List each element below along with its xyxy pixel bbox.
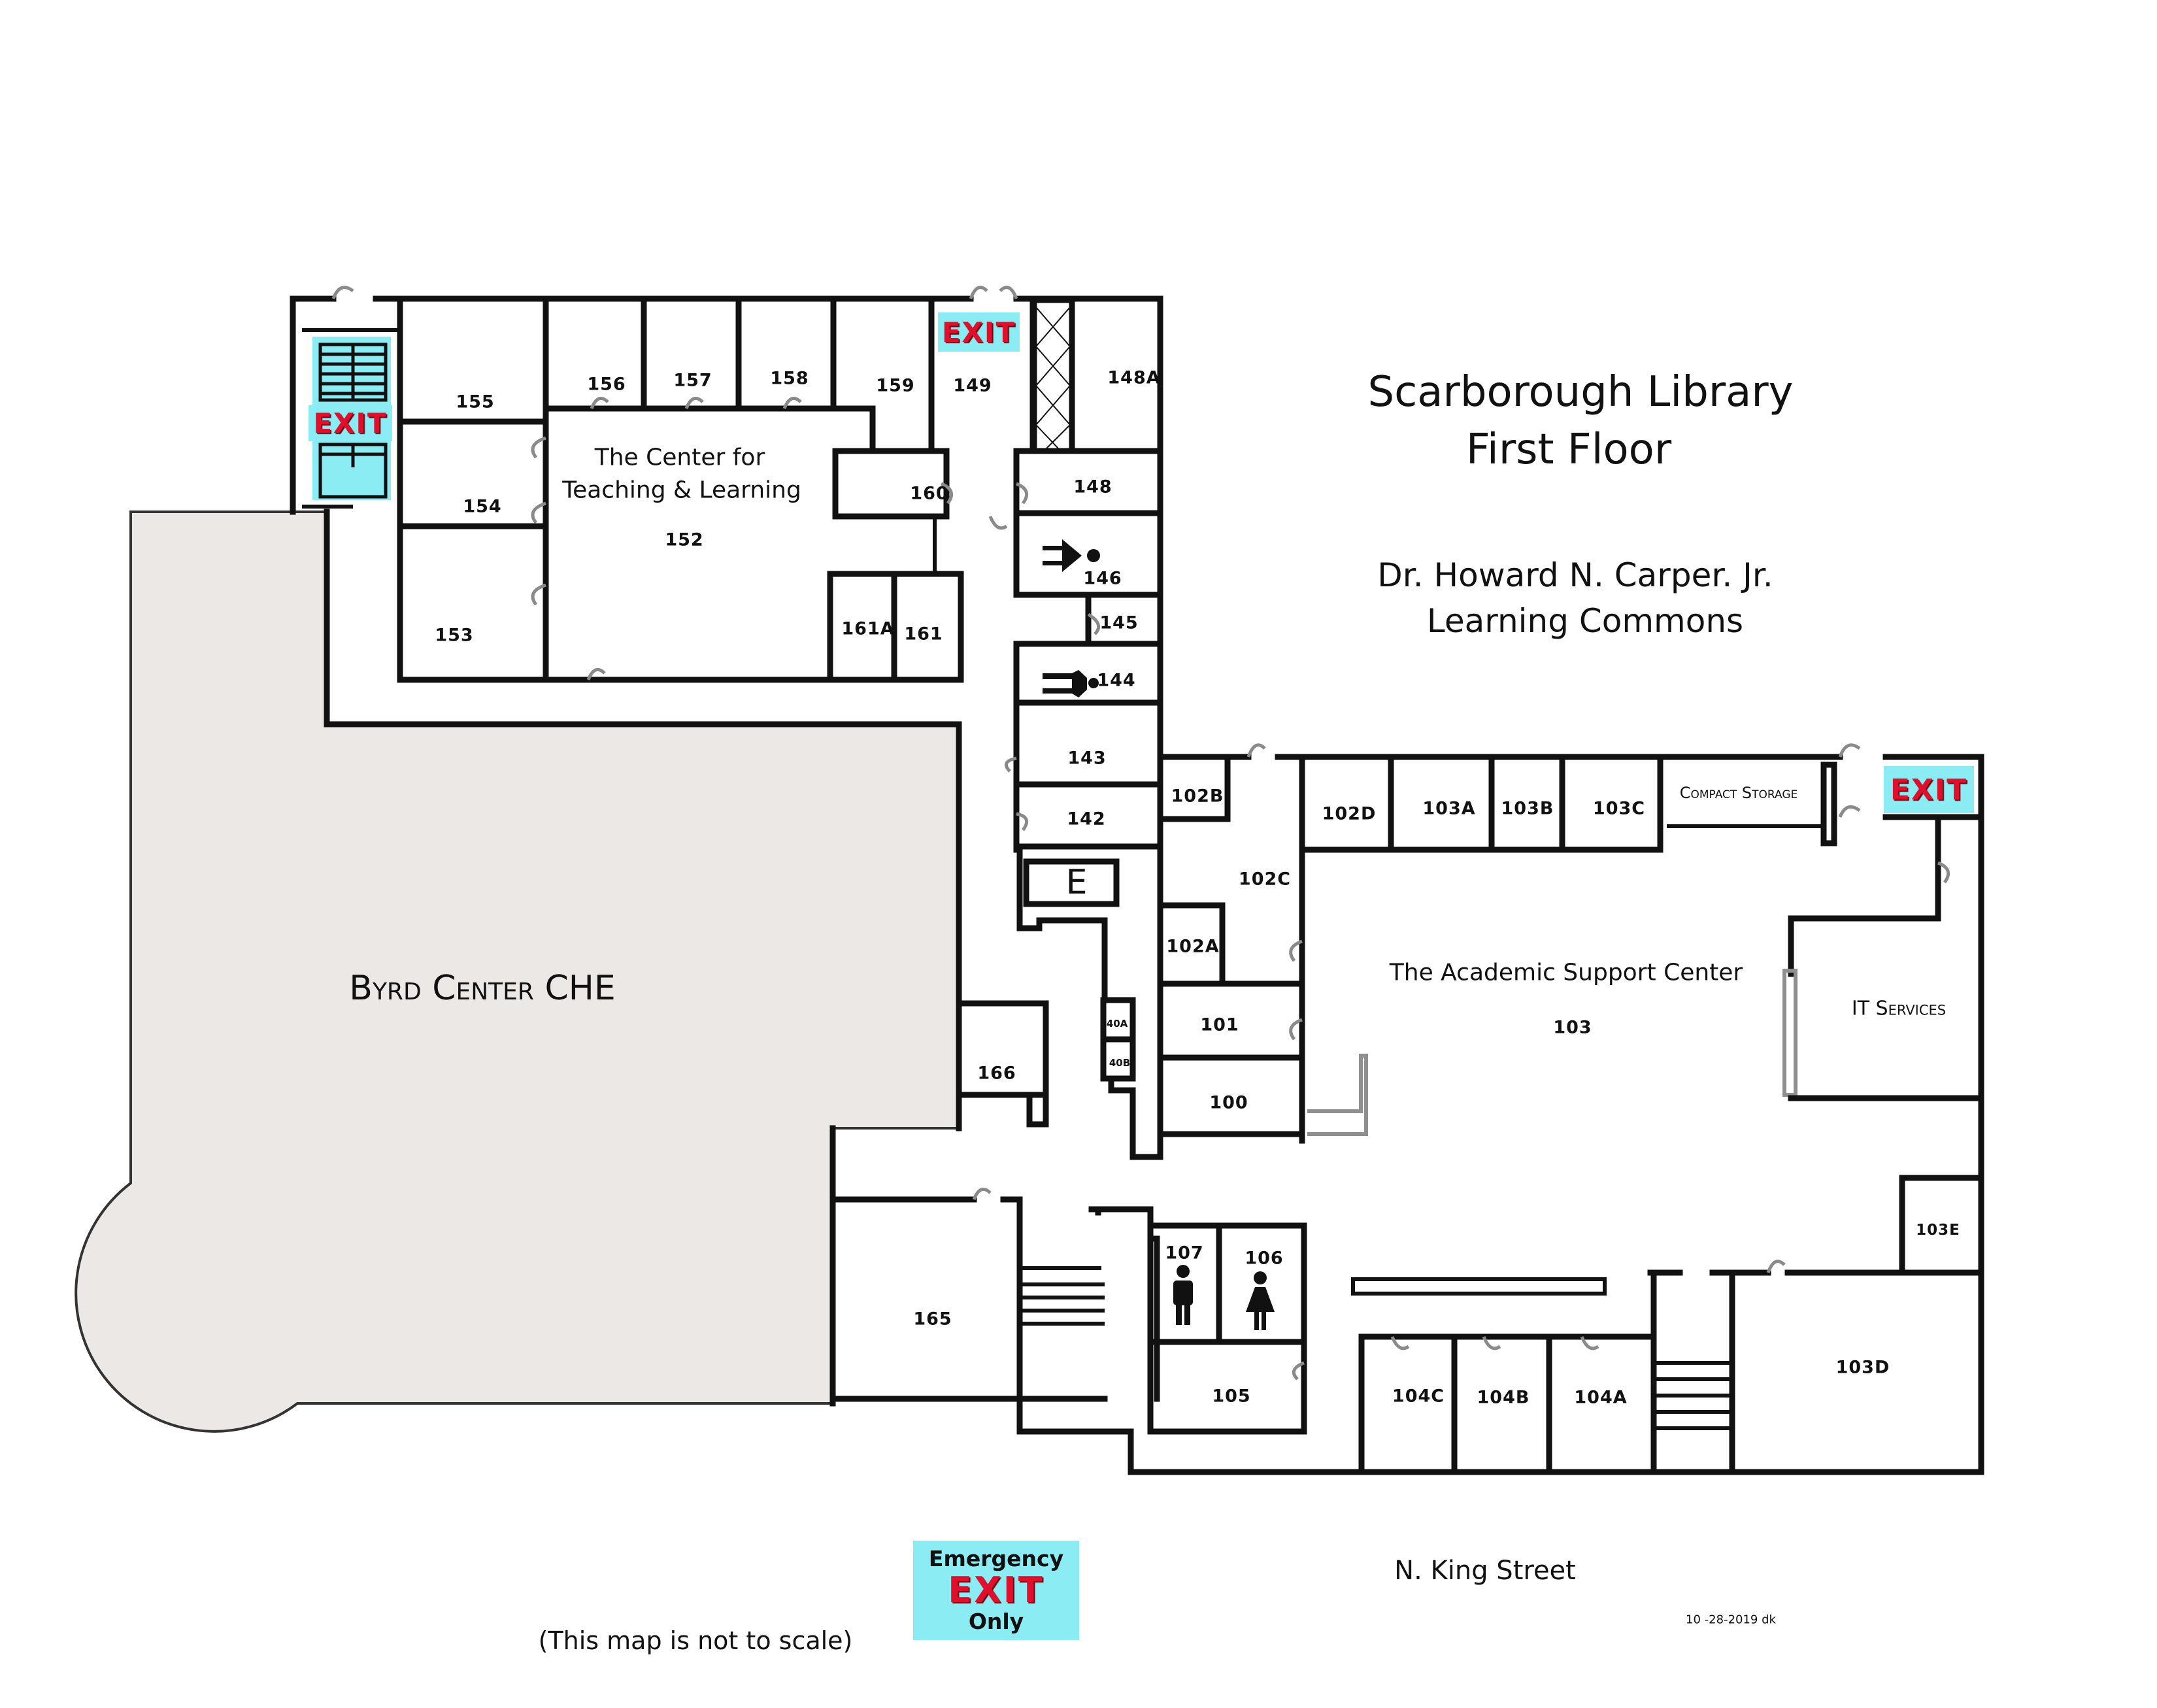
map-title-line1: Scarborough Library — [1367, 368, 1794, 416]
room-102c: 102C — [1238, 869, 1292, 890]
room-143: 143 — [1067, 748, 1107, 769]
room-40a: 40A — [1106, 1018, 1128, 1030]
room-102b: 102B — [1171, 786, 1224, 807]
room-165: 165 — [913, 1309, 952, 1330]
exit-sign-top: EXIT — [938, 312, 1020, 352]
byrd-center-label: Byrd Center CHE — [349, 969, 616, 1008]
byrd-center-area — [75, 511, 960, 1433]
room-161: 161 — [904, 624, 943, 645]
emergency-legend-line1: Emergency — [928, 1546, 1064, 1571]
room-105: 105 — [1212, 1386, 1251, 1407]
map-subtitle-line2: Learning Commons — [1426, 602, 1744, 640]
map-subtitle-line1: Dr. Howard N. Carper. Jr. — [1377, 556, 1773, 594]
room-154: 154 — [463, 496, 502, 517]
room-100: 100 — [1209, 1092, 1248, 1113]
room-148a: 148A — [1107, 367, 1161, 388]
room-104c: 104C — [1392, 1386, 1445, 1407]
south-core-walls — [829, 1125, 1307, 1475]
women-restroom-icon — [1246, 1271, 1275, 1330]
hatched-shaft — [1035, 301, 1071, 450]
room-102d: 102D — [1322, 803, 1377, 824]
room-106: 106 — [1245, 1248, 1284, 1269]
room-103b: 103B — [1501, 798, 1554, 819]
stairs-east — [1654, 1361, 1732, 1430]
room-103d: 103D — [1835, 1357, 1890, 1378]
reclining-figure-icon — [1043, 539, 1100, 572]
street-label: N. King Street — [1394, 1556, 1576, 1586]
emergency-exit-legend: Emergency EXIT Only — [913, 1541, 1079, 1640]
it-services-label: IT Services — [1851, 997, 1947, 1020]
room-104b: 104B — [1477, 1387, 1530, 1408]
exit-sign-left: EXIT — [309, 405, 392, 441]
room-40b: 40B — [1109, 1057, 1131, 1069]
room-159: 159 — [876, 375, 915, 396]
room-161a: 161A — [841, 618, 895, 639]
scale-note: (This map is not to scale) — [538, 1626, 853, 1655]
room-103c: 103C — [1592, 798, 1646, 819]
north-wing-walls — [290, 295, 1163, 853]
room-142: 142 — [1067, 809, 1106, 829]
exit-sign-right: EXIT — [1884, 766, 1974, 813]
room-158: 158 — [770, 368, 809, 389]
compact-storage-label: Compact Storage — [1679, 784, 1798, 802]
room-149: 149 — [953, 375, 992, 396]
emergency-legend-line2: EXIT — [948, 1569, 1045, 1611]
room-103a: 103A — [1422, 798, 1476, 819]
room-145: 145 — [1099, 612, 1139, 633]
room-156: 156 — [587, 374, 626, 395]
teaching-center-label-line1: The Center for — [594, 444, 765, 471]
map-title-line2: First Floor — [1465, 426, 1672, 474]
elevator-label: E — [1065, 863, 1088, 902]
room-157: 157 — [673, 370, 712, 391]
room-148: 148 — [1073, 477, 1112, 497]
room-146: 146 — [1083, 568, 1122, 589]
emergency-legend-line3: Only — [968, 1609, 1024, 1634]
room-144: 144 — [1097, 670, 1136, 691]
teaching-center-label-line2: Teaching & Learning — [562, 477, 801, 504]
stairs-south-west — [1020, 1266, 1105, 1326]
east-wing-walls — [1128, 754, 1984, 1475]
standing-figure-icon — [1043, 670, 1099, 697]
room-103: 103 — [1553, 1017, 1592, 1038]
room-153: 153 — [435, 625, 474, 646]
room-107: 107 — [1165, 1243, 1204, 1264]
room-102a: 102A — [1166, 936, 1220, 957]
date-stamp: 10 -28-2019 dk — [1686, 1613, 1776, 1627]
room-155: 155 — [456, 392, 495, 412]
room-166: 166 — [977, 1063, 1016, 1084]
room-101: 101 — [1200, 1014, 1239, 1035]
room-160: 160 — [910, 483, 949, 504]
room-103e: 103E — [1916, 1222, 1960, 1239]
academic-support-label: The Academic Support Center — [1389, 959, 1743, 986]
room-152: 152 — [665, 529, 704, 550]
door-swings — [331, 286, 1950, 1381]
men-restroom-icon — [1173, 1265, 1193, 1325]
central-core-walls — [956, 721, 1163, 1160]
room-104a: 104A — [1574, 1387, 1628, 1408]
